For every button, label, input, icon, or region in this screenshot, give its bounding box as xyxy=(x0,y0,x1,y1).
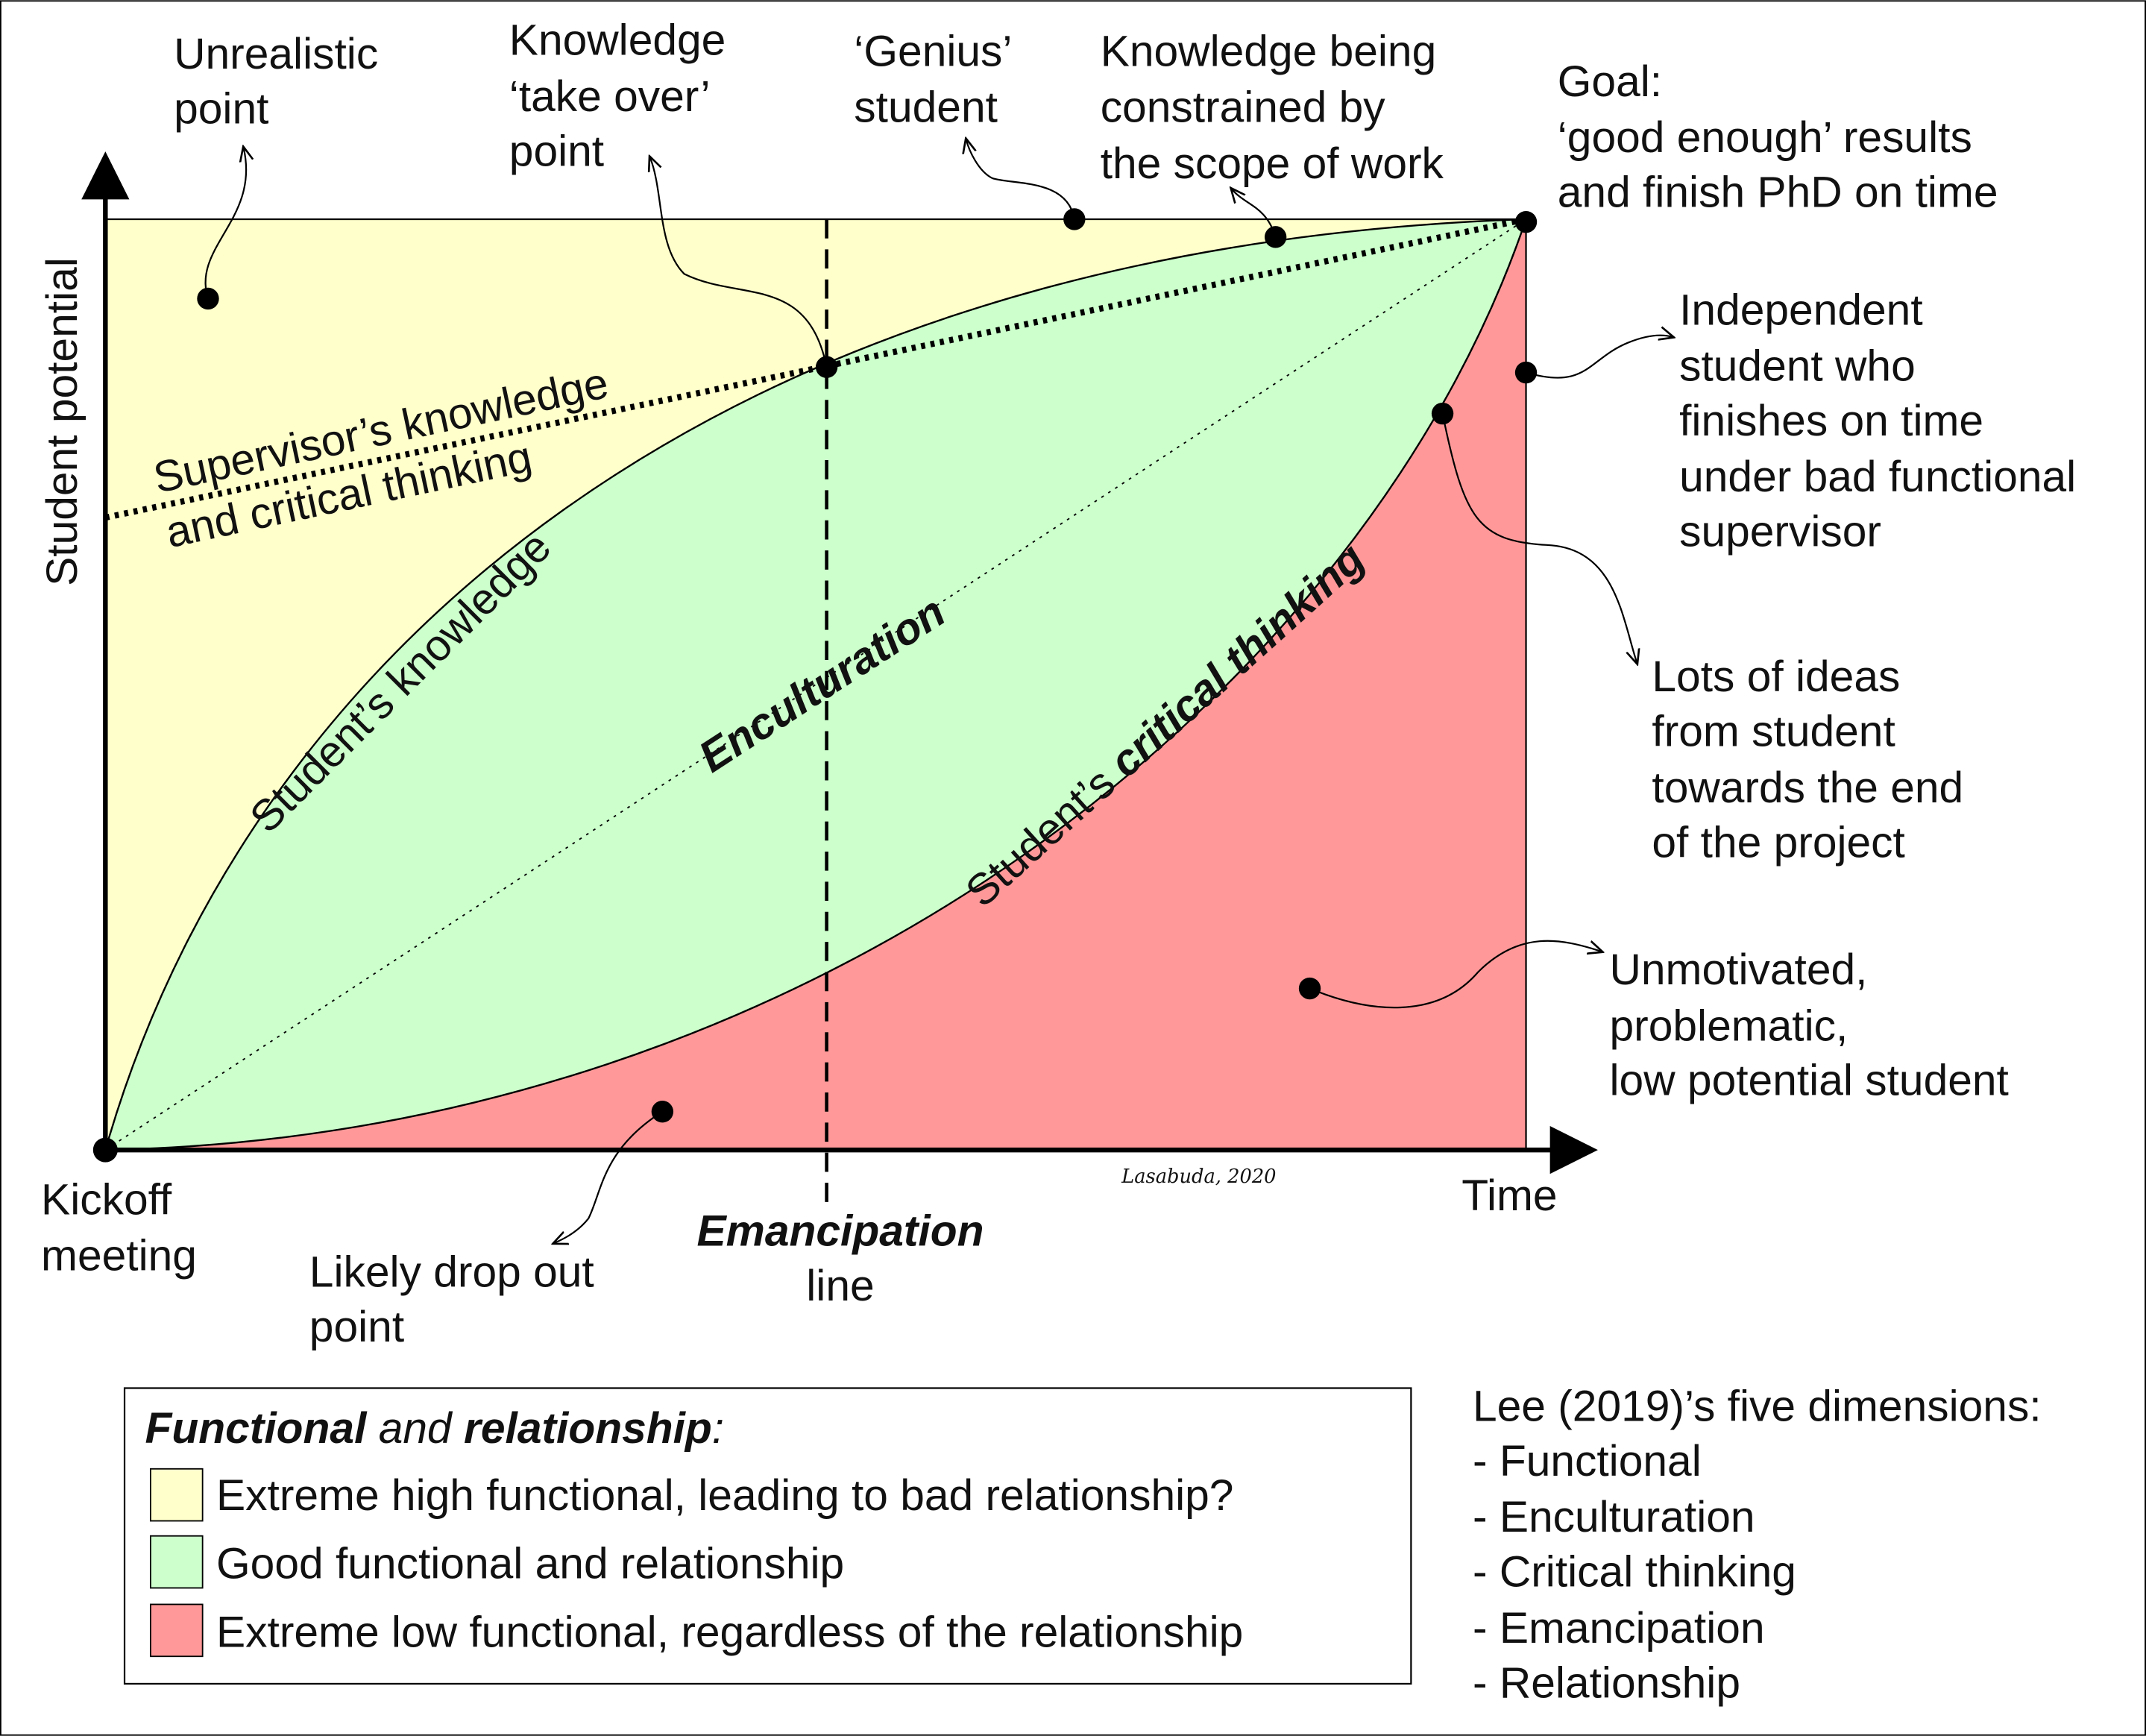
takeover-2: ‘take over’ xyxy=(509,72,711,121)
ideas-4: of the project xyxy=(1652,818,1904,867)
unrealistic-1: Unrealistic xyxy=(174,30,378,78)
goal-3: and finish PhD on time xyxy=(1558,168,1998,216)
independent-1: Independent xyxy=(1679,286,1923,334)
annotation-unrealistic: Unrealistic point xyxy=(174,30,378,133)
supervisor-line xyxy=(104,216,1527,521)
kickoff-label-2: meeting xyxy=(41,1232,197,1280)
takeover-3: point xyxy=(509,127,604,175)
dropout-point xyxy=(651,1101,674,1123)
annotation-constrained: Knowledge being constrained by the scope… xyxy=(1101,27,1444,188)
y-axis-label: Student potential xyxy=(38,257,86,586)
genius-2: student xyxy=(854,84,998,132)
unmotivated-point xyxy=(1298,977,1321,1000)
unrealistic-2: point xyxy=(174,85,268,133)
legend-item-green: Good functional and relationship xyxy=(216,1540,844,1588)
dimension-item: - Relationship xyxy=(1473,1658,1740,1707)
kickoff-point xyxy=(92,1137,118,1163)
dimension-item: - Emancipation xyxy=(1473,1604,1765,1652)
annotation-ideas: Lots of ideas from student towards the e… xyxy=(1652,652,1963,867)
genius-point xyxy=(1063,208,1086,230)
dimensions-list: Lee (2019)’s five dimensions: - Function… xyxy=(1473,1383,2042,1708)
genius-1: ‘Genius’ xyxy=(854,27,1012,75)
goal-1: Goal: xyxy=(1558,57,1662,106)
emancipation-label: Emancipation xyxy=(696,1207,984,1256)
independent-point xyxy=(1514,361,1538,384)
annotation-connectors xyxy=(204,140,1673,1243)
constrained-3: the scope of work xyxy=(1101,139,1444,188)
unmotivated-3: low potential student xyxy=(1609,1057,2008,1105)
dimension-item: - Enculturation xyxy=(1473,1493,1755,1541)
annotation-dropout: Likely drop out point xyxy=(309,1248,594,1351)
ideas-2: from student xyxy=(1652,708,1895,756)
legend: Functional and relationship: Extreme hig… xyxy=(123,1387,1412,1685)
x-axis-label: Time xyxy=(1461,1172,1557,1220)
signature: Lasabuda, 2020 xyxy=(1121,1166,1276,1188)
legend-swatch-red xyxy=(149,1603,204,1658)
independent-4: under bad functional xyxy=(1679,453,2076,501)
ideas-point xyxy=(1431,402,1454,425)
takeover-1: Knowledge xyxy=(509,16,726,65)
annotation-takeover: Knowledge ‘take over’ point xyxy=(509,16,726,176)
region-red xyxy=(105,218,1526,1151)
dimensions-title: Lee (2019)’s five dimensions: xyxy=(1473,1383,2042,1431)
independent-3: finishes on time xyxy=(1679,397,1983,445)
points xyxy=(92,208,1538,1163)
legend-title-bold-2: relationship xyxy=(464,1404,712,1453)
legend-title-mid: and xyxy=(366,1404,464,1453)
legend-item-red: Extreme low functional, regardless of th… xyxy=(216,1608,1243,1656)
ideas-1: Lots of ideas xyxy=(1652,652,1900,701)
constrained-2: constrained by xyxy=(1101,84,1386,132)
annotation-independent: Independent student who finishes on time… xyxy=(1679,286,2076,556)
takeover-point xyxy=(815,356,838,378)
knowledge-curve xyxy=(104,218,1526,1151)
emancipation-line-label: line xyxy=(806,1262,874,1310)
unrealistic-point xyxy=(197,287,219,310)
constrained-point xyxy=(1264,226,1287,248)
annotation-genius: ‘Genius’ student xyxy=(854,27,1012,131)
independent-5: supervisor xyxy=(1679,508,1881,556)
dimension-item: - Critical thinking xyxy=(1473,1548,1796,1597)
ideas-3: towards the end xyxy=(1652,764,1963,812)
annotation-goal: Goal: ‘good enough’ results and finish P… xyxy=(1558,57,1998,217)
kickoff-label-1: Kickoff xyxy=(41,1175,172,1224)
unmotivated-2: problematic, xyxy=(1609,1001,1848,1050)
constrained-1: Knowledge being xyxy=(1101,27,1437,75)
goal-point xyxy=(1514,210,1538,233)
dropout-1: Likely drop out xyxy=(309,1248,594,1297)
legend-item-yellow: Extreme high functional, leading to bad … xyxy=(216,1471,1233,1520)
legend-title-end: : xyxy=(712,1404,724,1453)
independent-2: student who xyxy=(1679,342,1916,391)
unmotivated-1: Unmotivated, xyxy=(1609,946,1867,994)
annotation-unmotivated: Unmotivated, problematic, low potential … xyxy=(1609,946,2008,1105)
legend-title-bold-1: Functional xyxy=(145,1404,368,1453)
critical-thinking-curve xyxy=(105,218,1527,1151)
dropout-2: point xyxy=(309,1303,404,1351)
legend-swatch-yellow xyxy=(149,1468,204,1522)
legend-title: Functional and relationship: xyxy=(145,1404,725,1453)
goal-2: ‘good enough’ results xyxy=(1558,113,1972,162)
legend-swatch-green xyxy=(149,1535,204,1589)
dimension-item: - Functional xyxy=(1473,1437,1702,1485)
